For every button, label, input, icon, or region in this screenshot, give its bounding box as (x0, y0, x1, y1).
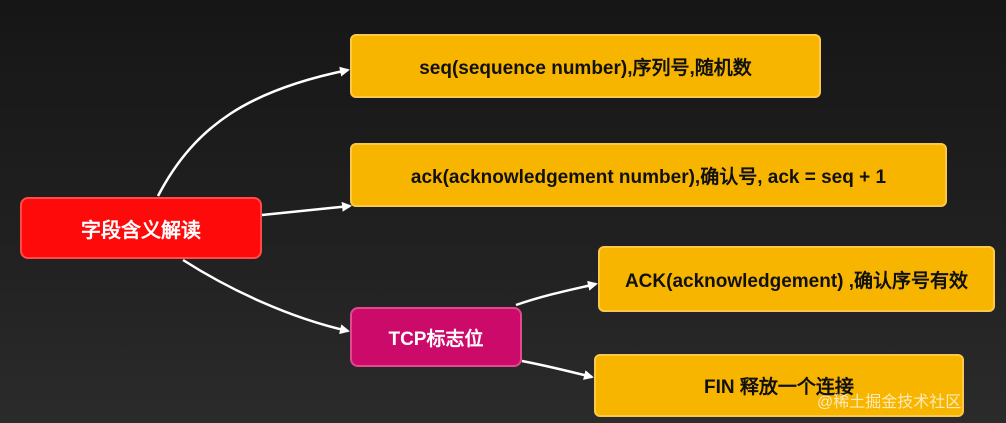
ACK-flag-node: ACK(acknowledgement) ,确认序号有效 (598, 246, 995, 312)
watermark: @稀土掘金技术社区 (817, 394, 962, 411)
arrow-root-to-tcp-flags (182, 258, 350, 335)
fin-flag-node: FIN 释放一个连接 (594, 354, 964, 417)
root-node: 字段含义解读 (20, 197, 262, 259)
ack-label: ack(acknowledgement number),确认号, ack = s… (410, 166, 887, 188)
seq-label: seq(sequence number),序列号,随机数 (419, 57, 752, 79)
fin-flag-label: FIN 释放一个连接 (704, 377, 854, 398)
arrow-tcp-to-fin (521, 359, 594, 380)
arrow-root-to-seq (156, 66, 350, 197)
tcp-flags-node: TCP标志位 (350, 307, 522, 367)
root-label: 字段含义解读 (81, 219, 201, 242)
seq-node: seq(sequence number),序列号,随机数 (350, 34, 821, 98)
ACK-flag-label: ACK(acknowledgement) ,确认序号有效 (624, 270, 969, 292)
arrow-tcp-to-ACK (515, 280, 598, 307)
ack-node: ack(acknowledgement number),确认号, ack = s… (350, 143, 947, 207)
tcp-flags-label: TCP标志位 (388, 328, 484, 350)
arrow-root-to-ack (261, 201, 352, 217)
